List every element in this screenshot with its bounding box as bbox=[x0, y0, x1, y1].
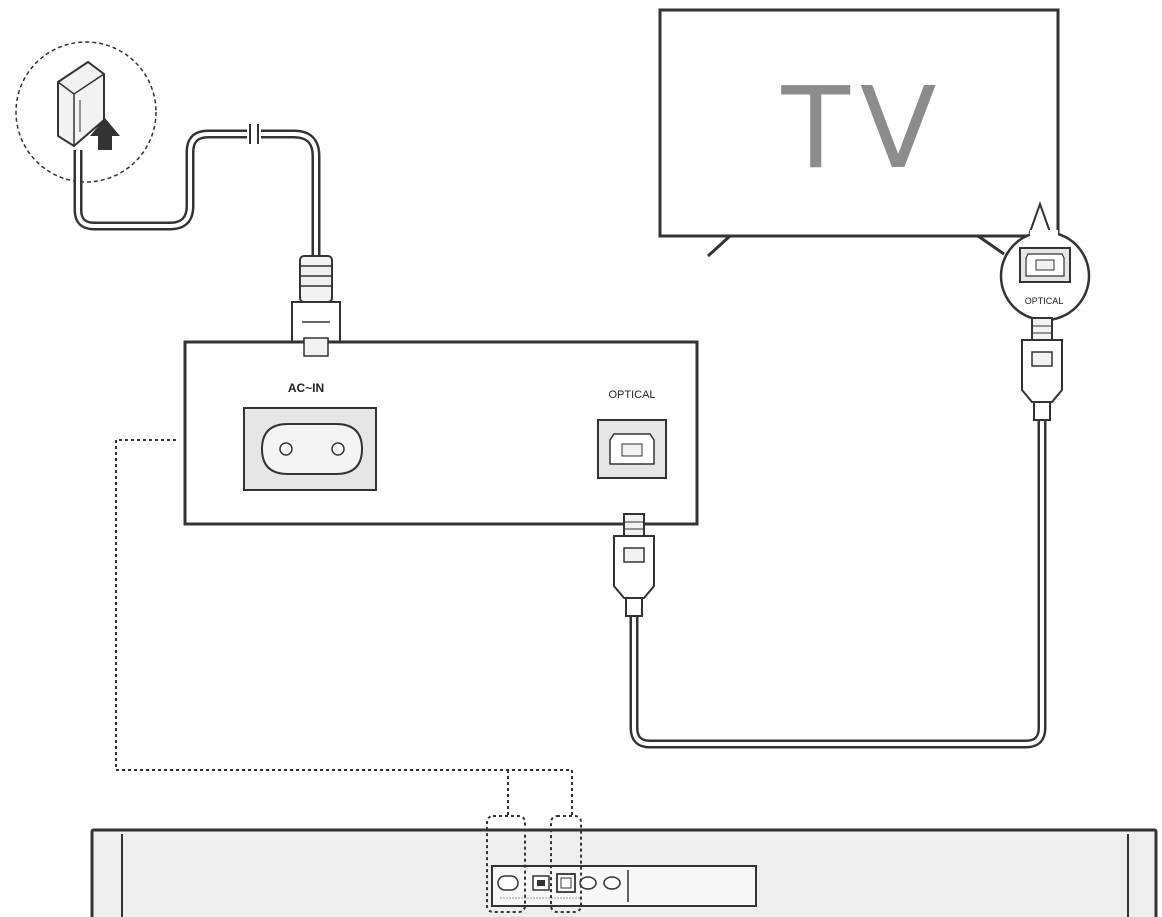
tv-label: TV bbox=[780, 64, 946, 194]
up-arrow-icon bbox=[90, 118, 120, 150]
detail-leader-lines bbox=[115, 439, 573, 818]
detail-highlight-boxes bbox=[486, 815, 582, 913]
optical-port bbox=[597, 419, 667, 479]
connection-panel: AC~IN OPTICAL bbox=[183, 337, 699, 526]
optical-plug-tv bbox=[1021, 317, 1063, 421]
tv-optical-port bbox=[1019, 247, 1071, 283]
wall-outlet-callout bbox=[15, 41, 157, 183]
power-cable bbox=[73, 124, 321, 258]
optical-label: OPTICAL bbox=[608, 389, 655, 401]
optical-cable bbox=[629, 418, 1047, 749]
tv: TV bbox=[658, 8, 1060, 258]
optical-plug-panel bbox=[613, 513, 655, 617]
tv-optical-callout: OPTICAL bbox=[999, 201, 1091, 322]
ac-in-label: AC~IN bbox=[288, 381, 324, 395]
tv-optical-label: OPTICAL bbox=[1025, 296, 1064, 306]
soundbar bbox=[90, 815, 1158, 917]
ac-in-socket bbox=[243, 407, 377, 491]
soundbar-port-panel bbox=[491, 865, 757, 907]
